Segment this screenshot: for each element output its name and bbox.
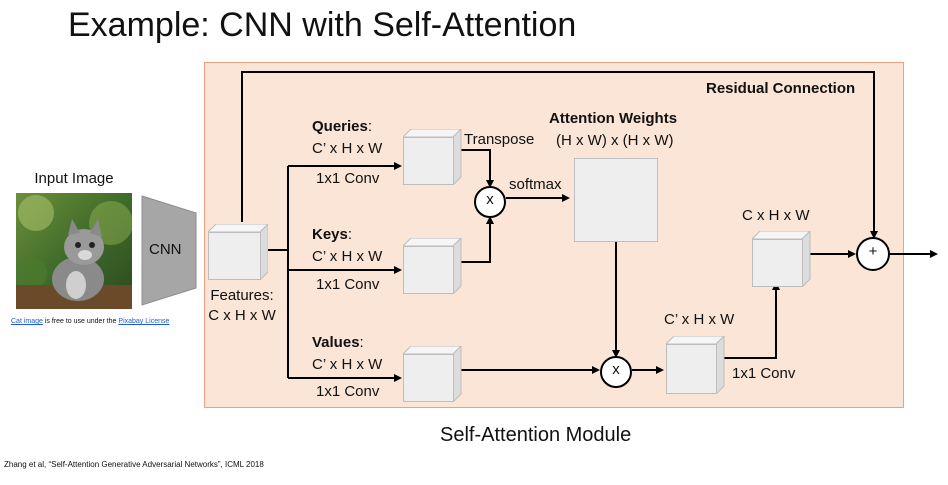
keys-label: Keys: — [312, 226, 353, 243]
residual-connection-line — [241, 71, 878, 239]
matmul-symbol-2: x — [612, 361, 620, 378]
queries-shape: C’ x H x W — [312, 140, 383, 157]
features-label: Features: C x H x W — [208, 287, 276, 324]
values-conv: 1x1 Conv — [316, 383, 380, 400]
queries-label: Queries: — [312, 118, 373, 135]
add-circle — [856, 237, 890, 271]
softmax-label: softmax — [509, 176, 562, 193]
values-label: Values: — [312, 334, 364, 351]
keys-shape: C’ x H x W — [312, 248, 383, 265]
matmul-circle-2 — [600, 356, 632, 388]
pixabay-license-link[interactable]: Pixabay License — [118, 318, 170, 325]
output-shape-label: C x H x W — [742, 207, 810, 224]
cat-image-link[interactable]: Cat image — [11, 318, 43, 325]
matmul-circle-1 — [474, 186, 506, 218]
keys-conv: 1x1 Conv — [316, 276, 380, 293]
final-conv-label: 1x1 Conv — [732, 365, 796, 382]
keys-to-mult-arrow — [455, 216, 494, 263]
attention-weights-matrix — [574, 158, 658, 242]
input-cat-image — [16, 193, 132, 309]
queries-to-mult-arrow — [455, 149, 494, 188]
values-shape: C’ x H x W — [312, 356, 383, 373]
conv-to-output-arrow — [720, 282, 780, 359]
matmul-symbol-1: x — [486, 191, 494, 208]
attended-shape-label: C’ x H x W — [664, 311, 735, 328]
module-caption: Self-Attention Module — [440, 424, 632, 446]
slide-title: Example: CNN with Self-Attention — [68, 6, 577, 44]
queries-conv: 1x1 Conv — [316, 170, 380, 187]
attention-weights-title: Attention Weights — [549, 110, 678, 127]
attention-weights-shape: (H x W) x (H x W) — [556, 132, 674, 149]
residual-connection-label: Residual Connection — [706, 80, 856, 97]
image-credit: Cat image is free to use under the Pixab… — [11, 318, 170, 325]
citation: Zhang et al, “Self-Attention Generative … — [4, 460, 264, 469]
cnn-label: CNN — [149, 241, 182, 258]
input-image-label: Input Image — [34, 170, 114, 187]
transpose-label: Transpose — [464, 131, 535, 148]
add-symbol: + — [868, 243, 878, 260]
cnn-block — [141, 195, 197, 306]
